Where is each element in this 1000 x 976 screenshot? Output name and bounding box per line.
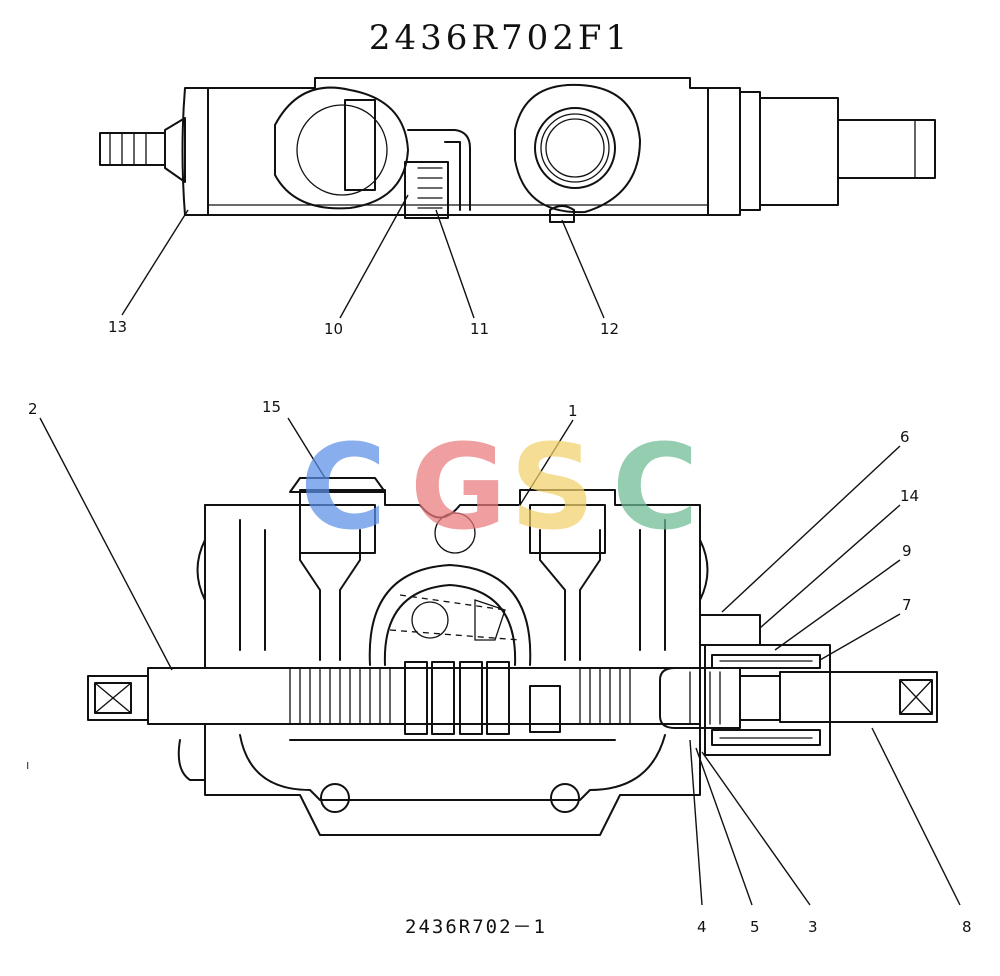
callout-9: 9: [902, 542, 912, 560]
callout-8: 8: [962, 918, 972, 936]
top-view: [99, 77, 936, 223]
callout-15: 15: [262, 398, 282, 416]
callout-6: 6: [900, 428, 910, 446]
drawing-footer-code: 2436R702－1: [405, 916, 547, 938]
watermark-letter-c2: C: [612, 418, 699, 556]
callout-4: 4: [697, 918, 707, 936]
stray-mark: ı: [26, 758, 30, 772]
callout-1: 1: [568, 402, 578, 420]
callout-10: 10: [324, 320, 344, 338]
callout-13: 13: [108, 318, 128, 336]
callout-2: 2: [28, 400, 38, 418]
callout-5: 5: [750, 918, 760, 936]
callout-12: 12: [600, 320, 620, 338]
callout-3: 3: [808, 918, 818, 936]
top-view-leaders: [121, 194, 605, 319]
bottom-view-leaders: [39, 417, 961, 906]
callout-14: 14: [900, 487, 920, 505]
bottom-view: [87, 477, 938, 836]
callout-11: 11: [470, 320, 490, 338]
watermark-letter-s: S: [510, 418, 595, 556]
callout-7: 7: [902, 596, 912, 614]
watermark-letter-c1: C: [300, 418, 387, 556]
watermark-letter-g: G: [410, 418, 507, 556]
drawing-title: 2436R702F1: [368, 18, 632, 58]
